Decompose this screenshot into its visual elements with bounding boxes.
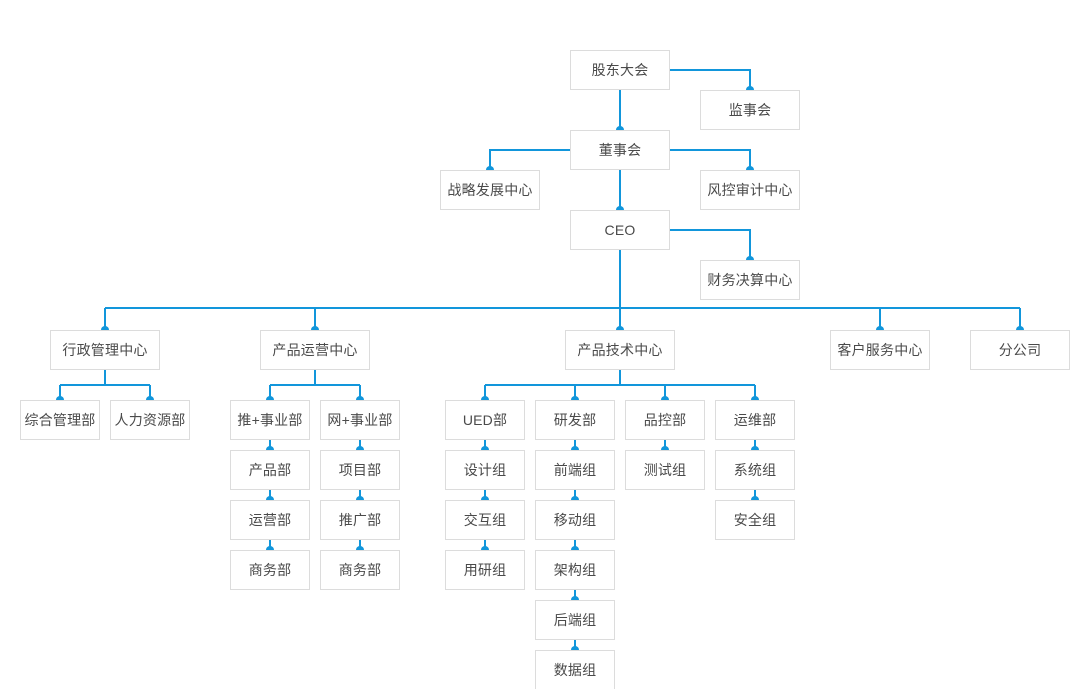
org-node-rd-dept[interactable]: 研发部 <box>535 400 615 440</box>
org-node-label: 研发部 <box>553 412 597 428</box>
org-node-product-dept[interactable]: 产品部 <box>230 450 310 490</box>
org-node-label: 项目部 <box>338 462 382 478</box>
org-node-label: 用研组 <box>463 562 507 578</box>
org-node-data-team[interactable]: 数据组 <box>535 650 615 689</box>
org-node-label: 财务决算中心 <box>707 272 793 288</box>
org-node-label: 运营部 <box>248 512 292 528</box>
org-node-operations-dept[interactable]: 运营部 <box>230 500 310 540</box>
org-node-general-mgmt-dept[interactable]: 综合管理部 <box>20 400 100 440</box>
org-node-label: 监事会 <box>728 102 772 118</box>
org-node-architecture-team[interactable]: 架构组 <box>535 550 615 590</box>
org-node-ceo[interactable]: CEO <box>570 210 670 250</box>
org-node-supervisory[interactable]: 监事会 <box>700 90 800 130</box>
org-node-label: 交互组 <box>463 512 507 528</box>
org-node-label: 推广部 <box>338 512 382 528</box>
org-node-label: 综合管理部 <box>24 412 96 428</box>
org-node-label: CEO <box>604 222 636 238</box>
org-node-mobile-team[interactable]: 移动组 <box>535 500 615 540</box>
org-node-label: 移动组 <box>553 512 597 528</box>
org-node-hr-dept[interactable]: 人力资源部 <box>110 400 190 440</box>
connector-product-ops-stem <box>269 370 361 400</box>
org-node-frontend-team[interactable]: 前端组 <box>535 450 615 490</box>
org-node-label: 测试组 <box>643 462 687 478</box>
org-node-label: UED部 <box>462 412 508 428</box>
org-node-label: 风控审计中心 <box>707 182 793 198</box>
org-node-business-dept-1[interactable]: 商务部 <box>230 550 310 590</box>
connector-admin-stem <box>59 370 151 400</box>
org-node-label: 商务部 <box>338 562 382 578</box>
org-node-label: 行政管理中心 <box>62 342 148 358</box>
connector-shareholders-to-supervisory <box>670 69 751 90</box>
org-node-shareholders[interactable]: 股东大会 <box>570 50 670 90</box>
org-node-label: 网+事业部 <box>327 412 393 428</box>
org-node-ued-dept[interactable]: UED部 <box>445 400 525 440</box>
org-node-label: 运维部 <box>733 412 777 428</box>
org-node-product-tech-center[interactable]: 产品技术中心 <box>565 330 675 370</box>
org-node-label: 系统组 <box>733 462 777 478</box>
org-node-label: 分公司 <box>998 342 1042 358</box>
org-node-ops-dept[interactable]: 运维部 <box>715 400 795 440</box>
org-node-project-dept[interactable]: 项目部 <box>320 450 400 490</box>
org-node-label: 推+事业部 <box>237 412 303 428</box>
org-node-wang-division[interactable]: 网+事业部 <box>320 400 400 440</box>
org-node-promotion-dept[interactable]: 推广部 <box>320 500 400 540</box>
org-node-label: 人力资源部 <box>114 412 186 428</box>
org-node-design-team[interactable]: 设计组 <box>445 450 525 490</box>
org-node-customer-center[interactable]: 客户服务中心 <box>830 330 930 370</box>
org-node-user-research-team[interactable]: 用研组 <box>445 550 525 590</box>
org-node-label: 数据组 <box>553 662 597 678</box>
org-node-product-ops-center[interactable]: 产品运营中心 <box>260 330 370 370</box>
org-node-strategy-center[interactable]: 战略发展中心 <box>440 170 540 210</box>
org-node-label: 品控部 <box>643 412 687 428</box>
org-node-label: 客户服务中心 <box>837 342 923 358</box>
org-node-label: 前端组 <box>553 462 597 478</box>
org-node-label: 安全组 <box>733 512 777 528</box>
org-node-interaction-team[interactable]: 交互组 <box>445 500 525 540</box>
org-node-label: 产品部 <box>248 462 292 478</box>
connector-board-to-risk-audit <box>670 149 751 170</box>
org-node-backend-team[interactable]: 后端组 <box>535 600 615 640</box>
org-node-label: 产品运营中心 <box>272 342 358 358</box>
org-node-label: 董事会 <box>598 142 642 158</box>
org-node-label: 战略发展中心 <box>447 182 533 198</box>
connector-ceo-to-finance <box>670 229 751 260</box>
connector-product-tech-stem <box>484 370 756 400</box>
org-node-risk-audit-center[interactable]: 风控审计中心 <box>700 170 800 210</box>
org-node-qa-dept[interactable]: 品控部 <box>625 400 705 440</box>
org-node-branch-company[interactable]: 分公司 <box>970 330 1070 370</box>
org-node-board[interactable]: 董事会 <box>570 130 670 170</box>
org-node-admin-center[interactable]: 行政管理中心 <box>50 330 160 370</box>
org-node-label: 设计组 <box>463 462 507 478</box>
org-node-tui-division[interactable]: 推+事业部 <box>230 400 310 440</box>
connector-board-to-strategy <box>489 149 570 170</box>
org-node-label: 股东大会 <box>591 62 649 78</box>
org-node-system-team[interactable]: 系统组 <box>715 450 795 490</box>
org-node-finance-center[interactable]: 财务决算中心 <box>700 260 800 300</box>
org-node-test-team[interactable]: 测试组 <box>625 450 705 490</box>
org-node-label: 架构组 <box>553 562 597 578</box>
org-node-security-team[interactable]: 安全组 <box>715 500 795 540</box>
org-node-label: 产品技术中心 <box>577 342 663 358</box>
org-node-business-dept-2[interactable]: 商务部 <box>320 550 400 590</box>
org-node-label: 后端组 <box>553 612 597 628</box>
org-node-label: 商务部 <box>248 562 292 578</box>
